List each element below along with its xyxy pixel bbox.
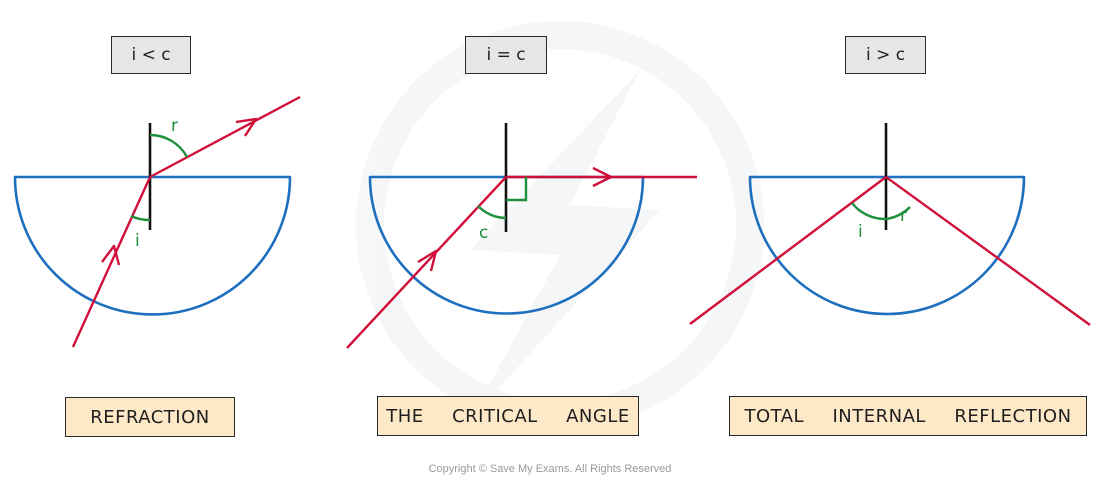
copyright-text: Copyright © Save My Exams. All Rights Re… (428, 463, 672, 475)
panel-refraction: r i (13, 95, 301, 348)
semicircle-block (368, 175, 645, 315)
condition-box-critical-angle: i = c (465, 36, 547, 74)
angle-arc-r (149, 133, 189, 158)
refracted-ray-arrow (235, 117, 258, 137)
incident-ray (71, 176, 152, 348)
incident-ray-arrow (101, 244, 121, 266)
angle-label-i: i (135, 231, 140, 251)
angle-arc-i-r (851, 202, 911, 221)
watermark-logo (356, 21, 764, 429)
right-angle-mark (506, 177, 528, 202)
condition-box-tir: i > c (845, 36, 926, 74)
angle-arc-i (130, 214, 151, 222)
title-box-tir: TOTAL INTERNAL REFLECTION (729, 396, 1087, 436)
reflected-ray (885, 176, 1091, 326)
angle-label-r: r (900, 206, 907, 226)
panel-critical-angle: c (346, 123, 697, 349)
semicircle-block (748, 175, 1026, 316)
refracted-ray (149, 95, 301, 179)
angle-arc-c (477, 205, 507, 220)
angle-label-r: r (171, 116, 178, 136)
angle-label-i: i (858, 222, 863, 242)
panel-total-internal-reflection: i r (689, 123, 1091, 326)
angle-label-c: c (479, 223, 488, 243)
incident-ray (346, 176, 507, 349)
incident-ray-arrow (417, 249, 438, 272)
semicircle-block (13, 175, 292, 316)
title-box-refraction: REFRACTION (65, 397, 235, 437)
title-box-critical-angle: THE CRITICAL ANGLE (377, 396, 639, 436)
incident-ray (689, 176, 887, 325)
condition-box-refraction: i < c (111, 36, 191, 74)
surface-ray-arrow (592, 166, 613, 188)
